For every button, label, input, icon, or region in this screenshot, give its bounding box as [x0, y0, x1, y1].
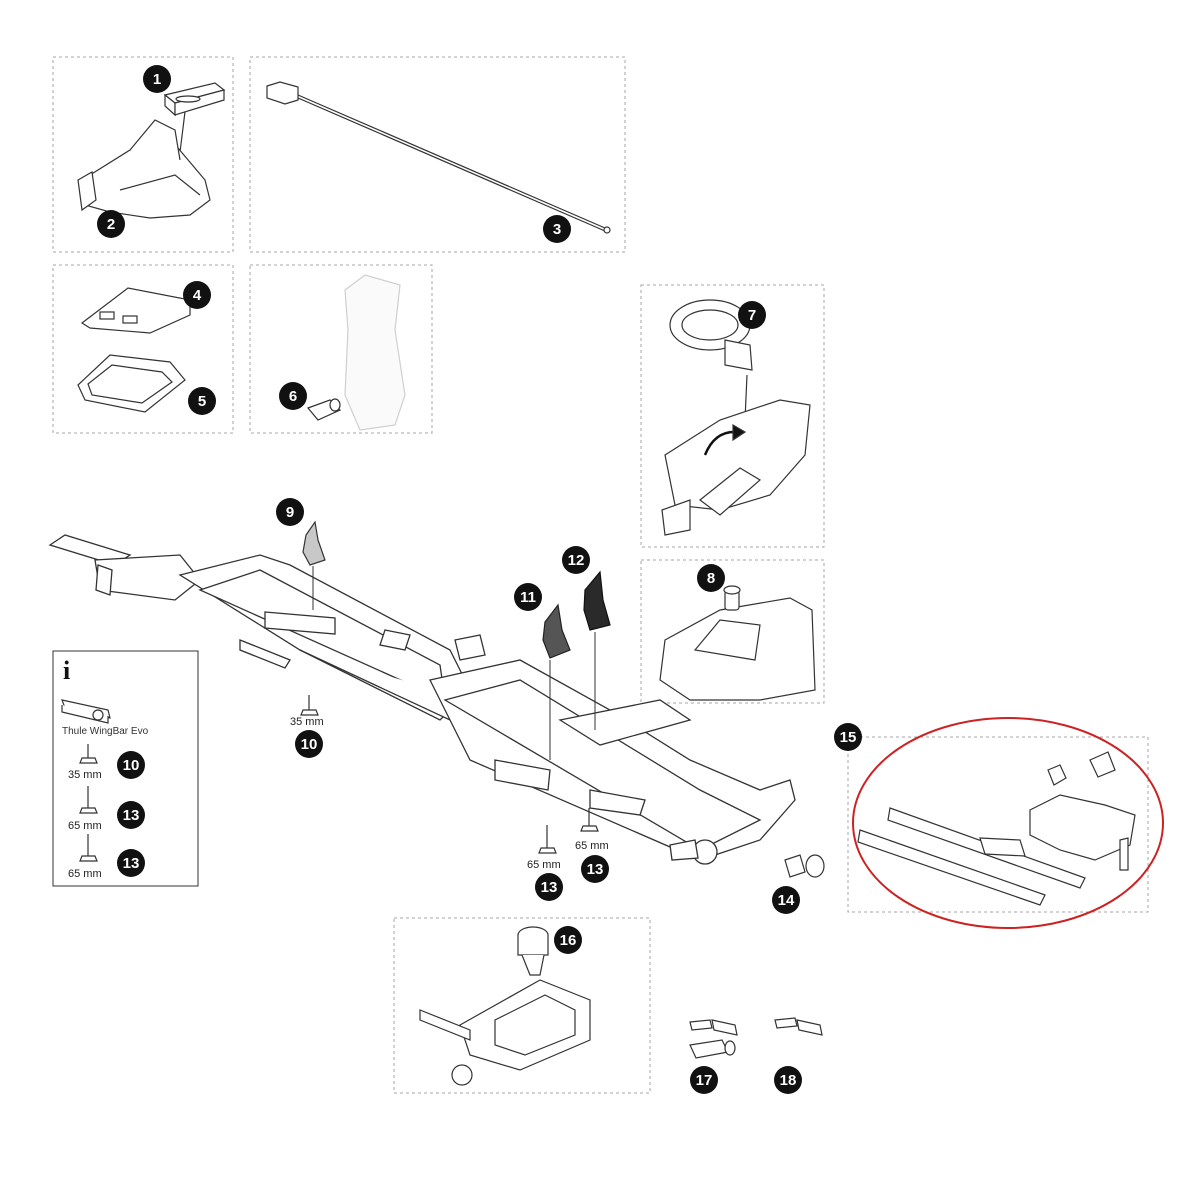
svg-text:10: 10 — [301, 736, 318, 753]
part-7-drawing — [661, 299, 811, 536]
badge-1: 1 — [143, 65, 171, 93]
svg-text:8: 8 — [707, 570, 715, 587]
frame-part-6 — [249, 264, 433, 434]
info-bolts — [79, 744, 98, 862]
badge-16: 16 — [554, 926, 582, 954]
frame-part-3 — [249, 56, 626, 253]
keys-drawing — [689, 1017, 823, 1059]
svg-text:13: 13 — [123, 855, 140, 872]
svg-text:16: 16 — [560, 932, 577, 949]
bolt-13-a — [538, 825, 557, 854]
info-icon: i — [63, 656, 70, 685]
frame-part-16 — [393, 917, 651, 1094]
badge-15: 15 — [834, 723, 862, 751]
part-8-drawing — [659, 585, 816, 701]
svg-text:11: 11 — [520, 589, 536, 606]
badge-3: 3 — [543, 215, 571, 243]
svg-text:10: 10 — [123, 757, 140, 774]
svg-text:17: 17 — [696, 1072, 713, 1089]
svg-text:5: 5 — [198, 393, 206, 410]
svg-text:9: 9 — [286, 504, 294, 521]
dim-label-10-main: 35 mm — [290, 716, 324, 728]
highlight-ellipse — [852, 717, 1164, 929]
badge-14: 14 — [772, 886, 800, 914]
frame-parts-4-5 — [52, 264, 234, 434]
part-9-drawing — [302, 520, 326, 610]
svg-text:12: 12 — [568, 552, 585, 569]
badge-2: 2 — [97, 210, 125, 238]
info-caption: Thule WingBar Evo — [62, 726, 149, 737]
badge-4: 4 — [183, 281, 211, 309]
svg-text:13: 13 — [587, 861, 604, 878]
badge-7: 7 — [738, 301, 766, 329]
dim-label-13-a: 65 mm — [527, 859, 561, 871]
svg-text:7: 7 — [748, 307, 756, 324]
part-12-drawing — [583, 570, 611, 730]
frame-part-7 — [640, 284, 825, 548]
badge-12: 12 — [562, 546, 590, 574]
part-14-drawing — [784, 854, 825, 878]
dim-label-info-65-b: 65 mm — [68, 868, 102, 880]
bolts — [300, 695, 599, 854]
svg-text:14: 14 — [778, 892, 795, 909]
part-4-5-drawing — [77, 287, 191, 413]
bike-carrier-main-drawing — [48, 534, 796, 865]
svg-text:13: 13 — [541, 879, 558, 896]
badge-5: 5 — [188, 387, 216, 415]
badge-13-b: 13 — [581, 855, 609, 883]
badge-info-10: 10 — [117, 751, 145, 779]
frame-part-8 — [640, 559, 825, 704]
frame-parts-1-2 — [52, 56, 234, 253]
badge-info-13-b: 13 — [117, 849, 145, 877]
badge-8: 8 — [697, 564, 725, 592]
info-panel: i Thule WingBar Evo — [52, 650, 199, 887]
part-1-2-drawing — [77, 82, 226, 219]
bolt-13-b — [580, 808, 599, 832]
svg-text:13: 13 — [123, 807, 140, 824]
svg-text:15: 15 — [840, 729, 857, 746]
dim-label-info-35: 35 mm — [68, 769, 102, 781]
wingbar-drawing — [61, 699, 111, 724]
badge-18: 18 — [774, 1066, 802, 1094]
bolt-10-main — [300, 695, 319, 716]
svg-text:4: 4 — [193, 287, 202, 304]
frame-part-15 — [847, 736, 1149, 913]
badge-17: 17 — [690, 1066, 718, 1094]
badge-11: 11 — [514, 583, 542, 611]
part-11-drawing — [542, 603, 571, 760]
dim-label-info-65-a: 65 mm — [68, 820, 102, 832]
badge-10-main: 10 — [295, 730, 323, 758]
badge-info-13-a: 13 — [117, 801, 145, 829]
svg-text:2: 2 — [107, 216, 115, 233]
dim-label-13-b: 65 mm — [575, 840, 609, 852]
badge-9: 9 — [276, 498, 304, 526]
part-3-drawing — [266, 81, 611, 234]
badge-6: 6 — [279, 382, 307, 410]
part-6-drawing — [306, 274, 406, 431]
badge-13-a: 13 — [535, 873, 563, 901]
svg-text:6: 6 — [289, 388, 297, 405]
svg-text:18: 18 — [780, 1072, 797, 1089]
svg-text:3: 3 — [553, 221, 561, 238]
part-15-drawing — [857, 751, 1136, 906]
dashed-frames — [52, 56, 1149, 1094]
part-16-drawing — [419, 926, 591, 1086]
svg-text:1: 1 — [153, 71, 161, 88]
